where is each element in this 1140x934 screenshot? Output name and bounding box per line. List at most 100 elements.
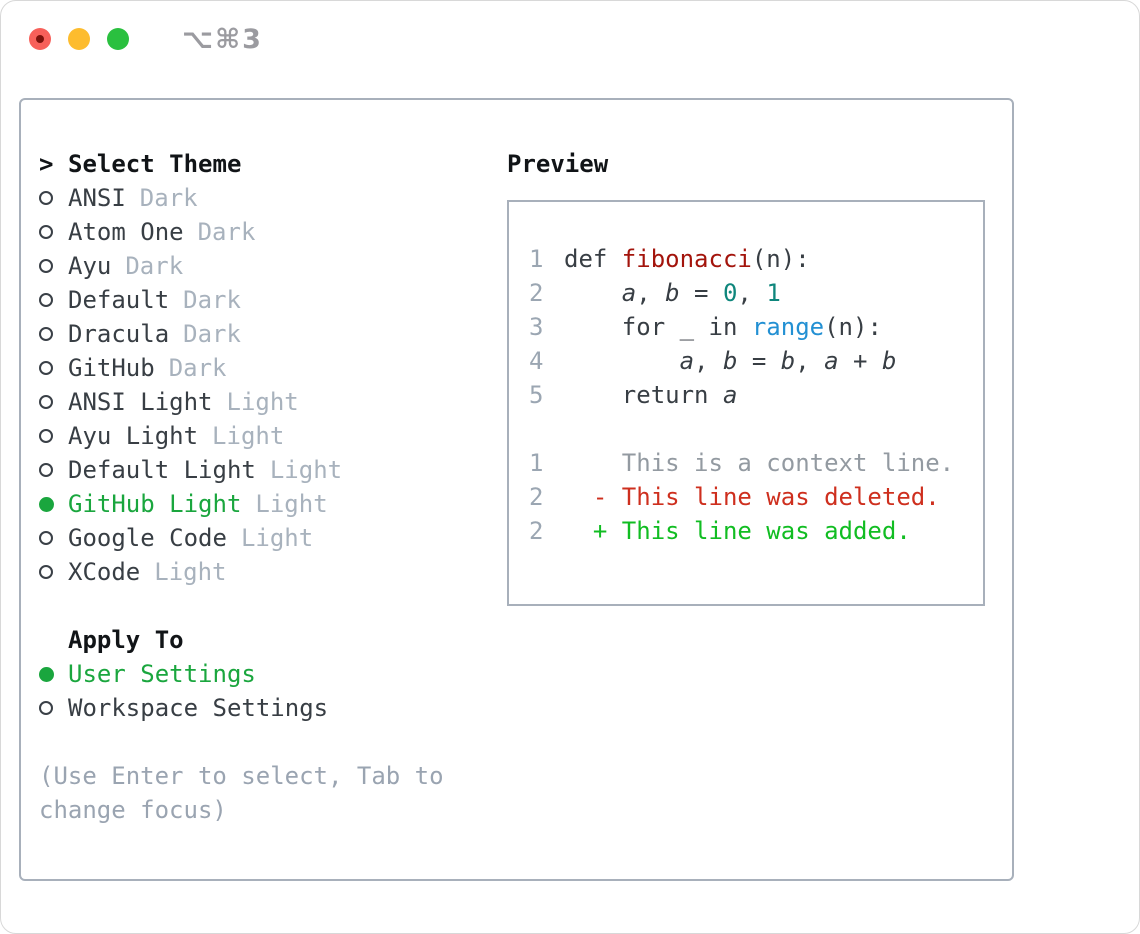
theme-variant-tag: Dark bbox=[125, 252, 184, 280]
option-label: User Settings bbox=[68, 660, 256, 688]
line-content: - This line was deleted. bbox=[564, 483, 940, 511]
diff-line: 1 This is a context line. bbox=[529, 446, 983, 480]
radio-selected-icon bbox=[39, 496, 68, 512]
theme-variant-tag: Dark bbox=[183, 286, 241, 314]
radio-icon bbox=[39, 701, 68, 715]
titlebar: ⌥⌘3 bbox=[1, 1, 1139, 77]
option-label: Ayu bbox=[68, 252, 112, 280]
option-label: ANSI bbox=[68, 184, 126, 212]
option-label: Default bbox=[68, 286, 170, 314]
select-theme-header-label: Select Theme bbox=[68, 150, 242, 178]
option-label: Atom One bbox=[68, 218, 184, 246]
radio-icon bbox=[39, 565, 68, 579]
radio-icon bbox=[39, 293, 68, 307]
line-content: def fibonacci(n): bbox=[564, 245, 810, 273]
radio-icon bbox=[39, 259, 68, 273]
theme-option[interactable]: Default Light Light bbox=[39, 453, 484, 487]
preview-block-gap bbox=[529, 412, 983, 446]
theme-variant-tag: Dark bbox=[139, 184, 198, 212]
line-number: 4 bbox=[529, 347, 544, 375]
option-label: GitHub bbox=[68, 354, 155, 382]
code-line: 1 def fibonacci(n): bbox=[529, 242, 983, 276]
minimize-button-icon[interactable] bbox=[68, 28, 90, 50]
radio-icon bbox=[39, 463, 68, 477]
option-label: Workspace Settings bbox=[68, 694, 329, 722]
option-label: Default Light bbox=[68, 456, 256, 484]
option-label: XCode bbox=[68, 558, 141, 586]
line-content: a, b = b, a + b bbox=[679, 347, 897, 375]
diff-preview: 1 This is a context line.2 - This line w… bbox=[529, 446, 983, 548]
preview-header-label: Preview bbox=[507, 150, 609, 178]
theme-option[interactable]: ANSI Light Light bbox=[39, 385, 484, 419]
diff-line: 2 - This line was deleted. bbox=[529, 480, 983, 514]
theme-variant-tag: Light bbox=[212, 422, 285, 450]
theme-variant-tag: Dark bbox=[197, 218, 256, 246]
option-label: Google Code bbox=[68, 524, 227, 552]
option-label: Ayu Light bbox=[68, 422, 199, 450]
theme-variant-tag: Light bbox=[269, 456, 343, 484]
theme-option[interactable]: Ayu Dark bbox=[39, 249, 484, 283]
option-label: ANSI Light bbox=[68, 388, 213, 416]
line-number: 1 bbox=[529, 449, 544, 477]
theme-variant-tag: Light bbox=[226, 388, 299, 416]
section-gap bbox=[39, 725, 484, 759]
theme-option[interactable]: Dracula Dark bbox=[39, 317, 484, 351]
theme-option[interactable]: GitHub Light Light bbox=[39, 487, 484, 521]
theme-option[interactable]: GitHub Dark bbox=[39, 351, 484, 385]
line-number: 5 bbox=[529, 381, 544, 409]
line-content: + This line was added. bbox=[564, 517, 911, 545]
theme-option[interactable]: Atom One Dark bbox=[39, 215, 484, 249]
radio-icon bbox=[39, 429, 68, 443]
theme-option[interactable]: ANSI Dark bbox=[39, 181, 484, 215]
code-line: 2 a, b = 0, 1 bbox=[529, 276, 983, 310]
line-content: This is a context line. bbox=[564, 449, 955, 477]
line-number: 1 bbox=[529, 245, 544, 273]
section-gap bbox=[39, 589, 484, 623]
radio-icon bbox=[39, 225, 68, 239]
theme-variant-tag: Light bbox=[240, 524, 314, 552]
apply-to-option[interactable]: Workspace Settings bbox=[39, 691, 484, 725]
line-content: a, b = 0, 1 bbox=[621, 279, 781, 307]
radio-icon bbox=[39, 361, 68, 375]
apply-to-option[interactable]: User Settings bbox=[39, 657, 484, 691]
keyboard-hint-text: (Use Enter to select, Tab to change focu… bbox=[39, 762, 444, 824]
theme-option[interactable]: Ayu Light Light bbox=[39, 419, 484, 453]
apply-to-header: Apply To bbox=[39, 623, 484, 657]
theme-option[interactable]: Google Code Light bbox=[39, 521, 484, 555]
radio-icon bbox=[39, 531, 68, 545]
line-number: 3 bbox=[529, 313, 544, 341]
theme-variant-tag: Dark bbox=[168, 354, 227, 382]
theme-variant-tag: Dark bbox=[183, 320, 241, 348]
close-button-icon[interactable] bbox=[29, 28, 51, 50]
code-line: 5 return a bbox=[529, 378, 983, 412]
line-number: 2 bbox=[529, 483, 544, 511]
theme-variant-tag: Light bbox=[255, 490, 328, 518]
code-line: 4 a, b = b, a + b bbox=[529, 344, 983, 378]
theme-variant-tag: Light bbox=[154, 558, 227, 586]
theme-option[interactable]: Default Dark bbox=[39, 283, 484, 317]
select-theme-header: > Select Theme bbox=[39, 147, 484, 181]
line-content: return a bbox=[564, 381, 738, 409]
theme-option[interactable]: XCode Light bbox=[39, 555, 484, 589]
window-title-shortcut: ⌥⌘3 bbox=[182, 23, 263, 55]
apply-to-header-label: Apply To bbox=[68, 626, 184, 654]
zoom-button-icon[interactable] bbox=[107, 28, 129, 50]
radio-icon bbox=[39, 327, 68, 341]
code-line: 3 for _ in range(n): bbox=[529, 310, 983, 344]
line-number: 2 bbox=[529, 517, 544, 545]
option-label: Dracula bbox=[68, 320, 170, 348]
option-label: GitHub Light bbox=[68, 490, 242, 518]
line-number: 2 bbox=[529, 279, 544, 307]
line-content: for _ in range(n): bbox=[564, 313, 882, 341]
radio-icon bbox=[39, 395, 68, 409]
radio-selected-icon bbox=[39, 666, 68, 682]
cursor-prefix: > bbox=[39, 150, 54, 178]
